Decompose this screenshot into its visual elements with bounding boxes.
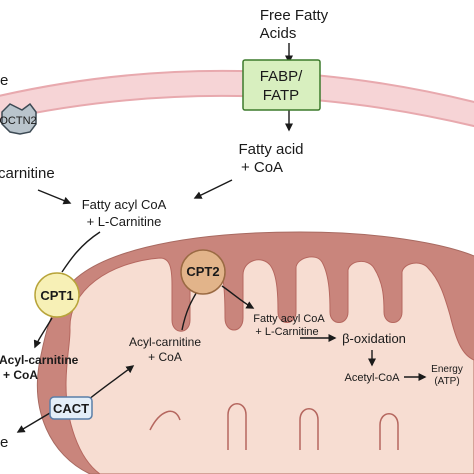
acyl-carnitine-outer-line2: + CoA xyxy=(3,368,38,382)
acyl-carnitine-inner-line2: + CoA xyxy=(148,350,182,364)
fatty-acid-line2: + CoA xyxy=(241,159,283,176)
cpt2-enzyme: CPT2 xyxy=(180,249,226,295)
arrow-acyl-coa-to-cpt1 xyxy=(61,231,101,273)
cpt2-circle xyxy=(180,249,226,295)
fabp-fatp-box xyxy=(242,59,321,111)
octn2-shape xyxy=(1,102,37,135)
crista-fold xyxy=(299,408,319,450)
cpt1-label: CPT1 xyxy=(40,288,73,303)
cpt2-label: CPT2 xyxy=(186,264,219,279)
beta-oxidation-label: β-oxidation xyxy=(342,331,406,346)
acyl-carnitine-inner-line1: Acyl-carnitine xyxy=(129,335,201,349)
fatty-acyl-coa-top-line2: + L-Carnitine xyxy=(87,214,162,229)
fatty-acid-line1: Fatty acid xyxy=(238,141,303,158)
cell-membrane xyxy=(0,69,474,128)
crista-fold xyxy=(227,403,247,450)
cact-transporter: CACT xyxy=(49,396,93,420)
energy-line2: (ATP) xyxy=(434,376,459,387)
cpt1-circle xyxy=(34,272,80,318)
octn2-label: OCTN2 xyxy=(0,115,37,127)
octn2-transporter: OCTN2 xyxy=(0,102,37,135)
arrow-cpt2-to-fatty-acyl-coa xyxy=(221,285,255,309)
acyl-carnitine-outer-line1: Acyl-carnitine xyxy=(0,353,79,367)
crista-fold xyxy=(379,413,399,450)
crista-fold xyxy=(149,410,181,431)
mitochondrion-inner-membrane xyxy=(65,256,474,474)
cpt1-enzyme: CPT1 xyxy=(34,272,80,318)
free-fatty-acids-line2: Acids xyxy=(260,25,297,42)
arrow-cpt1-to-acyl-carnitine xyxy=(33,317,53,349)
bottom-left-edge-text: e xyxy=(0,434,8,451)
cell-membrane-band xyxy=(0,70,474,127)
fabp-fatp-transporter: FABP/ FATP xyxy=(242,59,321,111)
acetyl-coa-label: Acetyl-CoA xyxy=(344,372,400,384)
arrow-cact-to-outside xyxy=(16,409,56,433)
energy-line1: Energy xyxy=(431,364,463,375)
cact-box xyxy=(49,396,93,420)
carnitine-label: carnitine xyxy=(0,165,55,182)
fabp-label-line1: FABP/ xyxy=(260,68,303,85)
cact-label: CACT xyxy=(53,401,89,416)
cell-membrane-inner-line xyxy=(0,94,474,128)
arrow-cact-to-matrix xyxy=(87,365,135,401)
cell-membrane-outer-line xyxy=(0,69,474,104)
octn2-left-edge-text: e xyxy=(0,72,8,89)
free-fatty-acids-line1: Free Fatty xyxy=(260,7,329,24)
fatty-acyl-coa-matrix-line1: Fatty acyl CoA xyxy=(253,313,325,325)
mitochondrion xyxy=(36,231,474,474)
arrow-fatty-acid-to-acyl-coa xyxy=(193,179,233,199)
fabp-label-line2: FATP xyxy=(263,87,299,104)
arrow-carnitine-to-acyl-coa xyxy=(37,189,72,205)
fatty-acyl-coa-top-line1: Fatty acyl CoA xyxy=(82,197,167,212)
fatty-acyl-coa-matrix-line2: + L-Carnitine xyxy=(255,326,318,338)
